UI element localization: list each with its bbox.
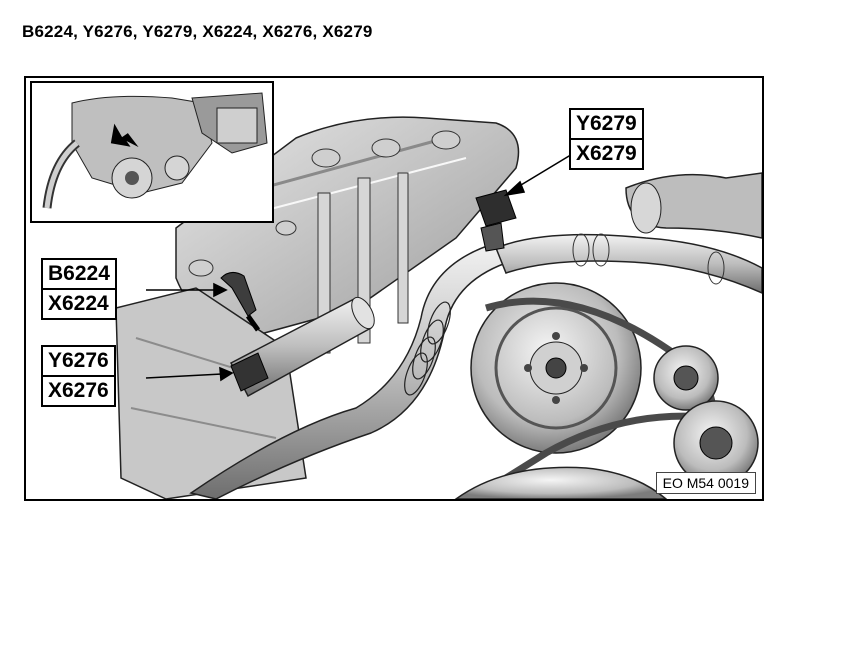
engine-diagram: Y6279 X6279 B6224 X6224 Y6276 X6276 EO M…: [24, 76, 764, 501]
crank-pulley: [454, 466, 668, 499]
head-boss: [188, 259, 214, 277]
head-boss: [311, 148, 341, 168]
callout-label-x6279: X6279: [571, 138, 642, 168]
overview-arrow-icon: [110, 123, 139, 148]
callout-b6224-x6224: B6224 X6224: [41, 258, 117, 320]
callout-label-y6276: Y6276: [48, 349, 109, 372]
leader-arrow-y6276: [219, 366, 234, 382]
engine-line: [397, 172, 409, 324]
water-pump-pulley: [470, 282, 642, 454]
figure-id-label: EO M54 0019: [655, 472, 756, 494]
callout-label-x6224: X6224: [43, 288, 115, 318]
coolant-temp-sensor: [220, 272, 261, 332]
callout-label-b6224: B6224: [48, 262, 110, 285]
tensioner-pulley: [673, 400, 759, 486]
valve-y6279-body: [475, 189, 517, 252]
head-boss: [275, 220, 297, 236]
callout-y6276-x6276: Y6276 X6276: [41, 345, 116, 407]
callout-y6279-x6279: Y6279 X6279: [569, 108, 644, 170]
callout-label-x6276: X6276: [43, 375, 114, 405]
engine-illustration: [115, 116, 762, 499]
thermostat-connector: [230, 352, 269, 392]
callout-label-y6279: Y6279: [576, 112, 637, 135]
head-boss: [371, 138, 401, 158]
page-title: B6224, Y6276, Y6279, X6224, X6276, X6279: [22, 22, 373, 41]
head-boss: [431, 130, 461, 150]
engine-block: [115, 287, 307, 499]
leader-arrow-b6224: [213, 282, 228, 298]
overview-engine-thumbnail: [42, 92, 268, 209]
leader-line-y6279: [515, 152, 575, 189]
idler-pulley: [653, 345, 719, 411]
overview-inset: [30, 81, 274, 223]
leader-line-y6276: [145, 373, 223, 379]
radiator-hose: [495, 233, 762, 294]
leader-arrow-y6279: [503, 180, 526, 197]
